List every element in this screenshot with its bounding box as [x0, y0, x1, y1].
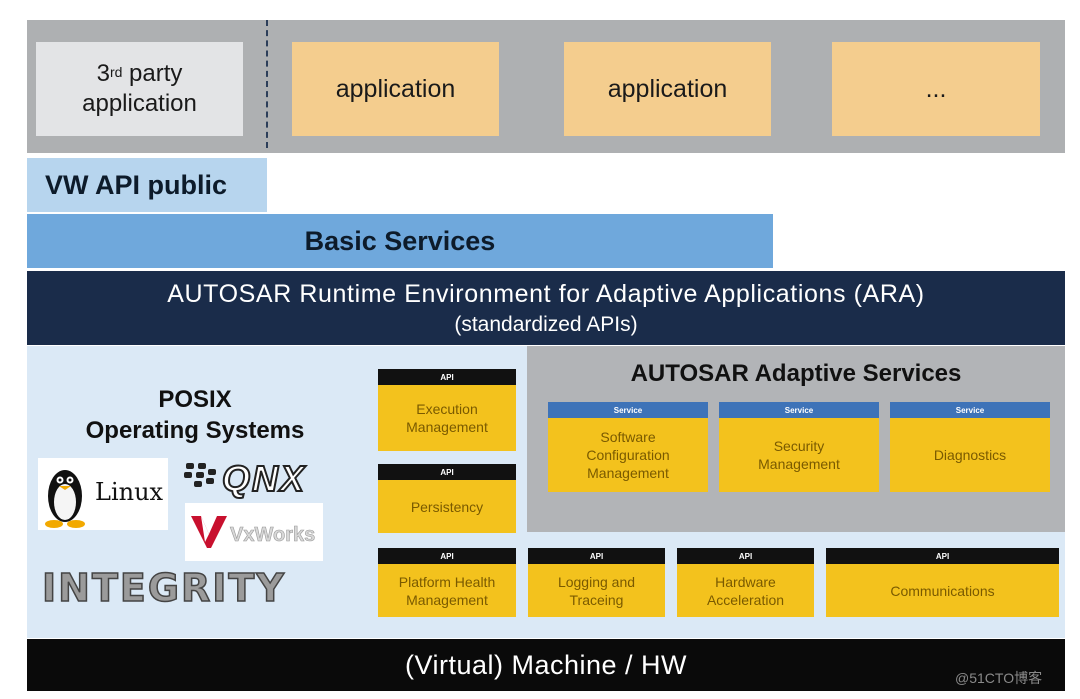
watermark: @51CTO博客	[955, 670, 1043, 686]
execution-management-box: Execution Management	[378, 385, 516, 451]
posix-title: POSIX Operating Systems	[60, 380, 330, 450]
vw-api-public-layer: VW API public	[27, 158, 267, 212]
application-box-1: application	[292, 42, 499, 136]
blackberry-icon	[184, 463, 216, 487]
hardware-acceleration-box: Hardware Acceleration	[677, 564, 814, 617]
software-configuration-line3: Management	[587, 465, 669, 481]
vxworks-logo-text: VxWorks	[230, 524, 316, 547]
ara-layer: AUTOSAR Runtime Environment for Adaptive…	[27, 271, 1065, 345]
third-party-line1: 3rd party	[96, 60, 183, 87]
application-box-2: application	[564, 42, 771, 136]
logging-line2: Traceing	[569, 591, 624, 608]
security-management-line2: Management	[758, 456, 840, 472]
execution-management-line1: Execution	[416, 401, 478, 417]
software-configuration-line2: Configuration	[586, 447, 670, 463]
diagnostics-box: Diagnostics	[890, 418, 1050, 492]
integrity-logo-text: INTEGRITY	[41, 565, 286, 611]
communications-api-tag: API	[826, 548, 1059, 564]
qnx-logo	[182, 456, 352, 496]
platform-health-management-box: Platform Health Management	[378, 564, 516, 617]
security-management-service-tag: Service	[719, 402, 879, 418]
software-configuration-service-tag: Service	[548, 402, 708, 418]
platform-health-api-tag: API	[378, 548, 516, 564]
qnx-logo-text: QNX	[221, 457, 307, 500]
tux-penguin-icon	[45, 470, 85, 528]
logging-line1: Logging and	[557, 573, 636, 590]
execution-api-tag: API	[378, 369, 516, 385]
platform-health-line2: Management	[406, 591, 488, 608]
posix-title-line2: Operating Systems	[85, 417, 305, 444]
diagnostics-service-tag: Service	[890, 402, 1050, 418]
hardware-line2: Acceleration	[706, 591, 785, 608]
persistency-api-tag: API	[378, 464, 516, 480]
software-configuration-line1: Software	[600, 429, 656, 445]
security-management-box: Security Management	[719, 418, 879, 492]
third-party-application-box: 3rd party application	[36, 42, 243, 136]
ara-title: AUTOSAR Runtime Environment for Adaptive…	[167, 279, 925, 308]
ara-subtitle: (standardized APIs)	[454, 312, 638, 336]
linux-logo	[38, 458, 168, 530]
software-configuration-management-box: Software Configuration Management	[548, 418, 708, 492]
communications-box: Communications	[826, 564, 1059, 617]
application-divider	[266, 20, 268, 148]
machine-hw-layer: (Virtual) Machine / HW	[27, 639, 1065, 691]
execution-management-line2: Management	[406, 419, 488, 435]
security-management-line1: Security	[773, 438, 825, 454]
third-party-line2: application	[82, 90, 197, 117]
hardware-api-tag: API	[677, 548, 814, 564]
persistency-box: Persistency	[378, 480, 516, 533]
basic-services-layer: Basic Services	[27, 214, 773, 268]
platform-health-line1: Platform Health	[398, 573, 496, 590]
hardware-line1: Hardware	[715, 573, 776, 590]
wind-river-icon	[191, 516, 227, 548]
posix-title-line1: POSIX	[158, 386, 232, 413]
logging-and-tracing-box: Logging and Traceing	[528, 564, 665, 617]
vxworks-logo	[185, 503, 323, 561]
application-box-more: ...	[832, 42, 1040, 136]
adaptive-services-title: AUTOSAR Adaptive Services	[630, 360, 962, 387]
linux-logo-text: Linux	[95, 478, 164, 506]
logging-api-tag: API	[528, 548, 665, 564]
